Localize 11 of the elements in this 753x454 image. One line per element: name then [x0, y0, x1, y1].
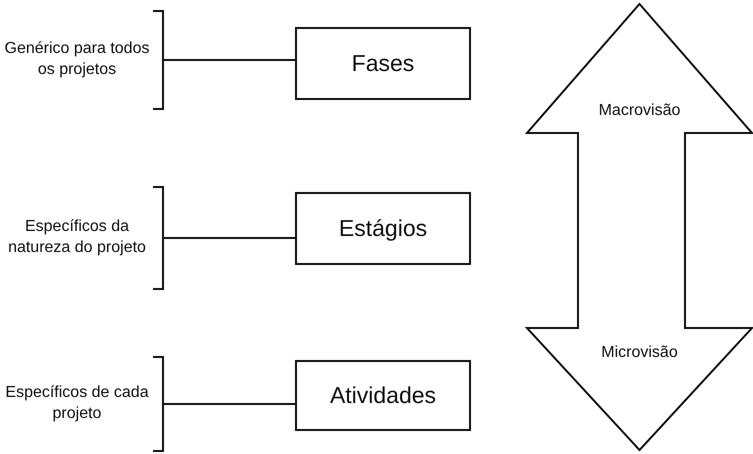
- bracketed-label: Específicos da natureza do projeto: [4, 186, 164, 290]
- bracketed-label: Específicos de cada projeto: [4, 356, 164, 452]
- arrow-label: Macrovisão: [598, 102, 682, 120]
- connector-line: [164, 403, 295, 405]
- process-box: Estágios: [295, 192, 471, 265]
- arrow-label: Microvisão: [600, 344, 679, 362]
- process-box: Fases: [295, 27, 471, 100]
- connector-line: [164, 237, 295, 239]
- bracketed-label: Genérico para todos os projetos: [4, 10, 164, 110]
- process-box: Atividades: [295, 360, 471, 431]
- connector-line: [164, 59, 295, 61]
